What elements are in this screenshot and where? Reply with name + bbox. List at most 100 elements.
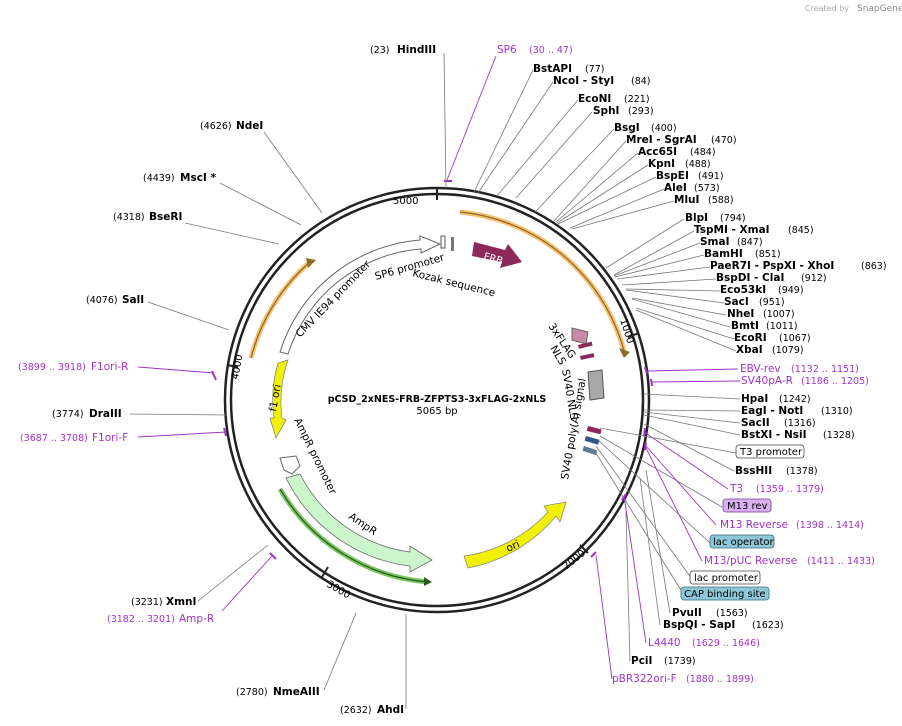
label-ndei-pos: (4626) (200, 121, 232, 132)
label-bspei-pos: (491) (698, 171, 724, 182)
label-kpni: KpnI (648, 158, 675, 170)
label-bsgi: BsgI (614, 122, 640, 134)
kozak-mark (451, 237, 454, 251)
label-xbai-pos: (1079) (772, 345, 804, 356)
label-acc65i-pos: (484) (690, 147, 716, 158)
primer-sv40pa-r: SV40pA-R (741, 375, 793, 387)
label-bmti: BmtI (731, 320, 759, 332)
label-sali: SalI (122, 294, 144, 306)
3xflag-arrow (571, 327, 589, 345)
label-bseri: BseRI (149, 211, 182, 223)
label-bmti-pos: (1011) (766, 321, 798, 332)
label-bsshii: BssHII (735, 465, 772, 477)
label-bseri-pos: (4318) (113, 212, 145, 223)
primer-m13-puc: M13/pUC Reverse (704, 555, 797, 567)
label-acc65i: Acc65I (638, 146, 677, 158)
label-nhei: NheI (727, 308, 754, 320)
label-smai: SmaI (700, 236, 730, 248)
right-labels: BstAPI (77) NcoI - StyI (84) EcoNI (221)… (533, 63, 887, 685)
label-pcii: PciI (631, 655, 652, 667)
primer-amp-r-pos: (3182 .. 3201) (107, 614, 175, 625)
primer-f1ori-r-pos: (3899 .. 3918) (18, 362, 86, 373)
ampr-arrow (285, 473, 433, 573)
label-nmeaiii: NmeAIII (273, 686, 320, 698)
label-bspdi-pos: (912) (801, 273, 827, 284)
primer-ebv-rev-pos: (1132 .. 1151) (791, 364, 859, 375)
frb-arc (459, 211, 625, 352)
frb-highlight-arc (459, 209, 627, 352)
label-msci-pos: (4439) (143, 173, 175, 184)
label-tspmi-pos: (845) (788, 225, 814, 236)
primer-t3: T3 (729, 483, 743, 495)
primer-pbr322ori-f: pBR322ori-F (612, 673, 677, 685)
primer-m13-puc-pos: (1411 .. 1433) (807, 556, 875, 567)
label-nhei-pos: (1007) (763, 309, 795, 320)
cmv-arc-head (306, 258, 316, 268)
tick-label-3000: 3000 (325, 579, 353, 601)
amp-r-mark (269, 552, 277, 560)
t3-promoter-box (735, 444, 805, 459)
label-mlui-pos: (588) (708, 195, 734, 206)
frb-label: FRB (482, 251, 504, 267)
tick-label-5000: 5000 (393, 196, 418, 207)
label-bstapi: BstAPI (533, 63, 572, 75)
label-draiii: DraIII (89, 408, 122, 420)
label-bspdi-clai: BspDI - ClaI (716, 272, 784, 284)
ampr-arc (279, 488, 429, 583)
label-hpai: HpaI (741, 393, 768, 405)
plasmid-name: pCSD_2xNES-FRB-ZFPTS3-3xFLAG-2xNLS (328, 394, 547, 405)
lac-promoter-text: lac promoter (694, 573, 759, 584)
label-ecori-pos: (1067) (779, 333, 811, 344)
label-bsgi-pos: (400) (651, 123, 677, 134)
lac-operator-box (709, 534, 775, 549)
label-bspqi-sapi: BspQI - SapI (663, 619, 735, 631)
label-smai-pos: (847) (737, 237, 763, 248)
primer-f1ori-f: F1ori-F (92, 432, 128, 444)
tick-label-4000: 4000 (230, 354, 245, 381)
m13-rev-text: M13 rev (727, 501, 768, 512)
frb-arc-head (619, 348, 630, 358)
cap-binding-text: CAP binding site (684, 589, 766, 600)
tick-label-2000: 2000 (561, 548, 588, 572)
label-sacii-pos: (1316) (784, 418, 816, 429)
ampr-arc-head (424, 577, 432, 586)
tick-2000 (579, 544, 589, 554)
label-sali-pos: (4076) (86, 295, 118, 306)
label-alei-pos: (573) (694, 183, 720, 194)
label-msci: MscI * (180, 172, 216, 184)
label-bstxi-pos: (1328) (823, 430, 855, 441)
primer-pbr322ori-f-pos: (1880 .. 1899) (686, 674, 754, 685)
label-bstxi-nsii: BstXI - NsiI (741, 429, 807, 441)
plasmid-length: 5065 bp (416, 406, 457, 417)
cap-mark (582, 446, 598, 456)
label-bspei: BspEI (656, 170, 689, 182)
label-saci: SacI (724, 296, 749, 308)
label-blpi: BlpI (685, 212, 708, 224)
label-bamhi-pos: (851) (755, 249, 781, 260)
label-pvuii: PvuII (672, 607, 702, 619)
label-bamhi: BamHI (704, 248, 743, 260)
lac-operator-mark (584, 435, 600, 445)
label-ncoi-styi: NcoI - StyI (553, 75, 614, 87)
t3-promoter-text: T3 promoter (739, 447, 803, 458)
label-xmni: XmnI (166, 596, 196, 608)
label-kpni-pos: (488) (685, 159, 711, 170)
tick-4000 (226, 364, 239, 368)
label-draiii-pos: (3774) (52, 409, 84, 420)
f1-ori-arrow (269, 359, 289, 440)
label-eagi-pos: (1310) (821, 406, 853, 417)
nls-mark (578, 341, 593, 349)
nls-mark-2 (580, 353, 595, 360)
label-pvuii-pos: (1563) (716, 608, 748, 619)
label-pcii-pos: (1739) (664, 656, 696, 667)
primer-l4440-pos: (1629 .. 1646) (692, 638, 760, 649)
f1ori-r-mark (211, 370, 217, 381)
primer-f1ori-f-pos: (3687 .. 3708) (20, 433, 88, 444)
primer-f1ori-r: F1ori-R (91, 361, 128, 373)
label-blpi-pos: (794) (720, 213, 746, 224)
label-ecori: EcoRI (734, 332, 767, 344)
label-paer7i-pos: (863) (861, 261, 887, 272)
ebv-rev-mark (644, 366, 648, 375)
label-bsshii-pos: (1378) (786, 466, 818, 477)
